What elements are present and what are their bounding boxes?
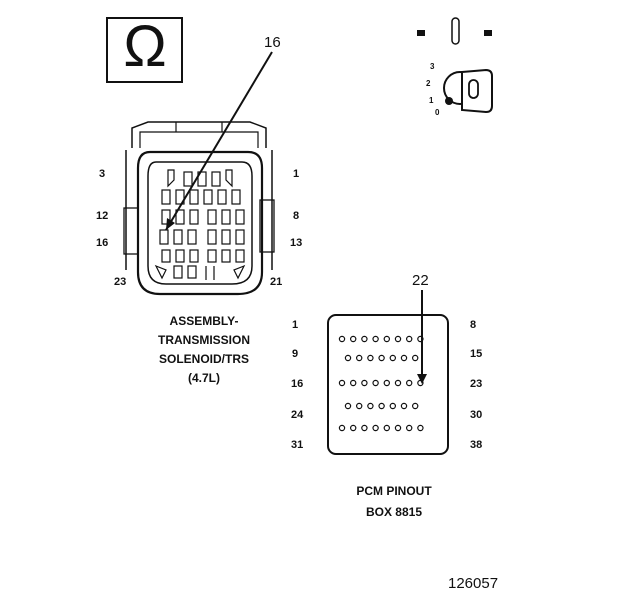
pcm-pin-hole bbox=[412, 402, 419, 410]
key-position-0: 0 bbox=[435, 108, 440, 117]
pcm-pin-hole bbox=[389, 354, 396, 362]
pcm-pin-hole bbox=[417, 424, 424, 432]
key-position-3: 3 bbox=[430, 62, 435, 71]
pin-label-8: 8 bbox=[293, 210, 300, 222]
pcm-pin-hole bbox=[338, 424, 346, 432]
pcm-row-label-9: 9 bbox=[292, 348, 299, 360]
pcm-pin-hole bbox=[367, 354, 374, 362]
pcm-pin-hole bbox=[389, 402, 396, 410]
pcm-pin-hole bbox=[383, 424, 390, 432]
connector-caption-line-1: ASSEMBLY- bbox=[169, 314, 239, 328]
pcm-row-label-38: 38 bbox=[470, 439, 483, 451]
pcm-pin-hole bbox=[378, 354, 385, 362]
pcm-pin-hole bbox=[338, 335, 346, 343]
pcm-pin-hole bbox=[356, 402, 363, 410]
connector-caption-line-4: (4.7L) bbox=[187, 371, 220, 385]
pcm-pin-hole bbox=[372, 379, 379, 387]
pin-label-3: 3 bbox=[99, 168, 106, 180]
pcm-pin-hole bbox=[406, 335, 413, 343]
pcm-row-label-1: 1 bbox=[292, 319, 299, 331]
pcm-caption-line-1: PCM PINOUT bbox=[356, 484, 432, 498]
pcm-pin-hole bbox=[383, 335, 390, 343]
pcm-pin-hole bbox=[361, 335, 368, 343]
pcm-pin-hole bbox=[350, 424, 357, 432]
pcm-pin-hole bbox=[394, 424, 402, 432]
pin-label-23: 23 bbox=[114, 276, 127, 288]
pcm-pin-hole bbox=[372, 335, 379, 343]
transmission-solenoid-connector bbox=[123, 51, 275, 296]
ohm-symbol-box bbox=[106, 17, 183, 83]
pcm-pin-hole bbox=[383, 379, 390, 387]
pin-label-21: 21 bbox=[270, 276, 283, 288]
pcm-pin-hole bbox=[412, 354, 419, 362]
pcm-pin-hole bbox=[400, 402, 408, 410]
pcm-pin-hole bbox=[350, 379, 357, 387]
pcm-pin-hole bbox=[344, 354, 352, 362]
pcm-pin-hole bbox=[372, 424, 379, 432]
pcm-row-label-23: 23 bbox=[470, 378, 483, 390]
connector-caption: ASSEMBLY- TRANSMISSION SOLENOID/TRS (4.7… bbox=[146, 312, 262, 388]
pcm-callout-22: 22 bbox=[412, 272, 429, 289]
pcm-pinout-box bbox=[327, 290, 449, 455]
pin-label-1: 1 bbox=[293, 168, 300, 180]
key-position-1: 1 bbox=[429, 96, 434, 105]
pcm-pin-hole bbox=[350, 335, 357, 343]
pcm-caption: PCM PINOUT BOX 8815 bbox=[334, 481, 454, 523]
pcm-row-label-15: 15 bbox=[470, 348, 483, 360]
connector-caption-line-3: SOLENOID/TRS bbox=[158, 352, 249, 366]
pin-label-13: 13 bbox=[290, 237, 303, 249]
connector-caption-line-2: TRANSMISSION bbox=[157, 333, 250, 347]
pcm-row-label-24: 24 bbox=[291, 409, 304, 421]
connector-callout-16: 16 bbox=[264, 34, 281, 51]
pin-label-12: 12 bbox=[96, 210, 109, 222]
pcm-pin-hole bbox=[406, 424, 413, 432]
pcm-pin-hole bbox=[344, 402, 352, 410]
pin-label-16: 16 bbox=[96, 237, 109, 249]
ohm-symbol: Ω bbox=[123, 14, 167, 79]
pcm-pin-hole bbox=[367, 402, 374, 410]
pcm-caption-line-2: BOX 8815 bbox=[365, 505, 423, 519]
pcm-pin-hole bbox=[356, 354, 363, 362]
pcm-row-label-30: 30 bbox=[470, 409, 483, 421]
ignition-key-icon bbox=[417, 17, 493, 114]
pcm-pin-hole bbox=[361, 379, 368, 387]
pcm-row-label-8: 8 bbox=[470, 319, 477, 331]
pcm-pin-hole bbox=[400, 354, 408, 362]
pcm-pin-hole bbox=[406, 379, 413, 387]
pcm-pin-hole bbox=[394, 379, 402, 387]
figure-number: 126057 bbox=[448, 575, 499, 592]
key-position-2: 2 bbox=[426, 79, 431, 88]
pcm-pin-hole bbox=[378, 402, 385, 410]
pcm-pin-hole bbox=[361, 424, 368, 432]
pcm-pin-hole bbox=[394, 335, 402, 343]
pcm-pin-hole bbox=[338, 379, 346, 387]
pcm-row-label-31: 31 bbox=[291, 439, 304, 451]
pcm-row-label-16: 16 bbox=[291, 378, 304, 390]
